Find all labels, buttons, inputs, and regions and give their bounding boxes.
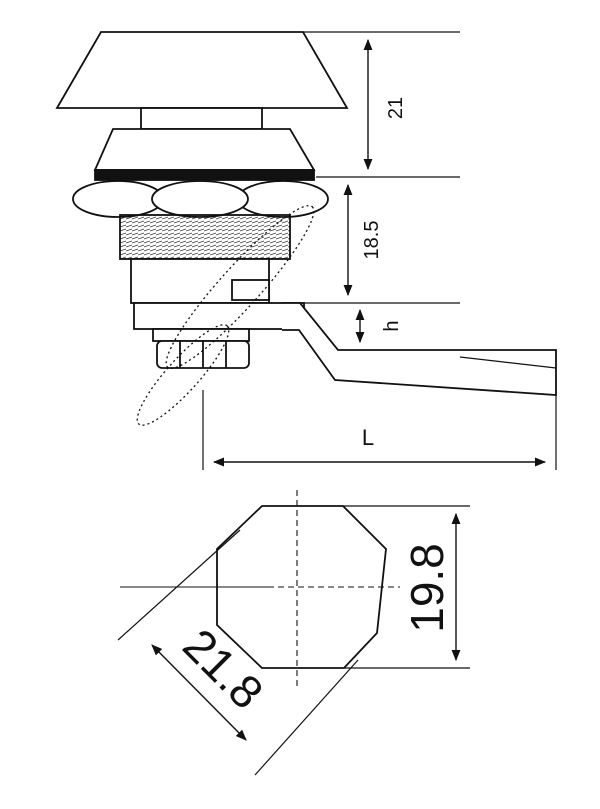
lower-stem [152, 328, 250, 342]
dim-21-label: 21 [385, 97, 407, 119]
dim-h-label: h [381, 320, 403, 331]
center-lines [268, 490, 400, 690]
lower-plate [133, 302, 305, 330]
diagonal-extension-lines [117, 529, 359, 776]
top-view [117, 490, 470, 776]
diagonal-dimension-arrow [151, 644, 247, 741]
threaded-nut [119, 214, 291, 260]
side-view [55, 31, 557, 470]
dimension-arrows [212, 38, 547, 467]
cam-arm [282, 302, 557, 396]
washer [72, 180, 329, 218]
dim-19-8-label: 19.8 [401, 543, 453, 633]
dim-18-5-label: 18.5 [361, 221, 383, 260]
extension-lines [202, 31, 557, 470]
flange-band [94, 169, 315, 181]
cap-head [55, 31, 349, 109]
hex-nut [156, 340, 250, 369]
flats-extension-lines [343, 505, 470, 669]
cap-neck [140, 107, 263, 130]
flange [93, 128, 316, 171]
dim-L-label: L [362, 425, 374, 450]
rotation-path [136, 204, 315, 426]
body-notch [231, 279, 270, 301]
